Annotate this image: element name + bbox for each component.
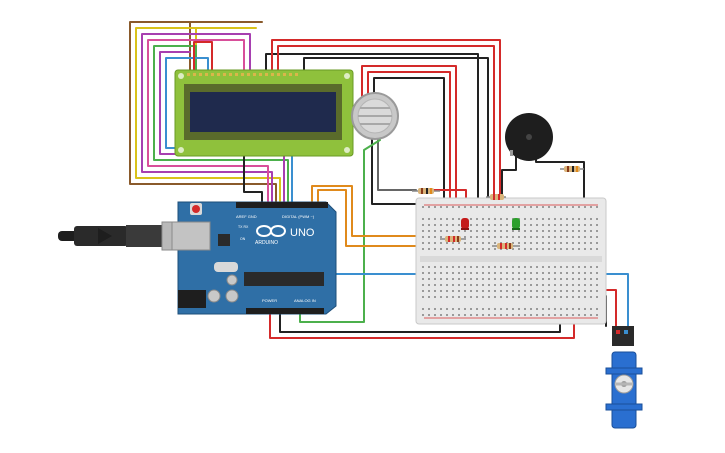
header-power-label: POWER xyxy=(262,298,277,303)
wire-black-sensor xyxy=(373,77,445,211)
resistor-2 xyxy=(486,194,506,200)
servo-connector xyxy=(612,326,634,346)
wire-orange-1 xyxy=(311,185,441,237)
on-label: ON xyxy=(240,237,246,241)
breadboard xyxy=(415,197,607,325)
header-analog-label: ANALOG IN xyxy=(294,298,316,303)
wire-orange-2 xyxy=(317,189,499,247)
power-jack xyxy=(178,290,206,308)
lcd-pin-header xyxy=(184,70,298,76)
wire-purple-lcd-1 xyxy=(141,33,273,205)
wire-red-lcd-vcc xyxy=(271,39,501,211)
wire-black-lcd-top xyxy=(265,53,479,211)
bb-top-rail xyxy=(422,202,600,212)
resistor-3 xyxy=(440,236,466,242)
usb-port xyxy=(171,221,211,251)
arduino-logo-icon xyxy=(256,225,286,237)
wire-red-lcd-top xyxy=(193,41,213,75)
wire-red-lcd-led xyxy=(277,45,495,211)
wire-green-lcd xyxy=(153,45,289,205)
lcd-display xyxy=(174,69,354,157)
micro-servo xyxy=(605,326,643,429)
tx-rx-label: TX RX xyxy=(238,225,249,229)
aref-gnd-label: AREF GND xyxy=(236,214,257,219)
resistor-1 xyxy=(412,188,440,194)
wire-gray-sensor xyxy=(377,139,417,191)
wire-black-lcd-data xyxy=(243,155,263,205)
wire-black-lcd-k xyxy=(303,57,489,211)
header-digital-label: DIGITAL (PWM ~) xyxy=(282,214,315,219)
wire-brown-lcd xyxy=(129,21,277,205)
bb-bottom-area xyxy=(422,266,600,300)
digital-header xyxy=(236,202,328,208)
arduino-uno: UNO ARDUINO DIGITAL (PWM ~) AREF GND TX … xyxy=(171,201,337,315)
power-analog-header xyxy=(246,308,324,314)
gas-sensor xyxy=(351,92,399,140)
atmega-chip xyxy=(244,272,324,286)
resistor-4 xyxy=(492,243,520,249)
wire-pink-lcd xyxy=(147,39,269,205)
led-green xyxy=(512,218,520,230)
board-brand: ARDUINO xyxy=(255,240,278,246)
bb-bottom-rail xyxy=(422,304,600,316)
resistor-5 xyxy=(560,166,584,172)
wire-red-5v xyxy=(269,299,575,339)
reset-button xyxy=(192,205,200,213)
lcd-screen xyxy=(190,92,336,132)
led-red xyxy=(461,218,469,230)
piezo-buzzer xyxy=(505,113,553,161)
wire-green-sensor-a0 xyxy=(299,139,381,323)
board-model: UNO xyxy=(290,227,315,239)
wire-red-sensor-1 xyxy=(361,65,457,211)
wire-black-buzzer-2 xyxy=(501,149,517,207)
wire-red-sensor-2 xyxy=(367,71,451,211)
